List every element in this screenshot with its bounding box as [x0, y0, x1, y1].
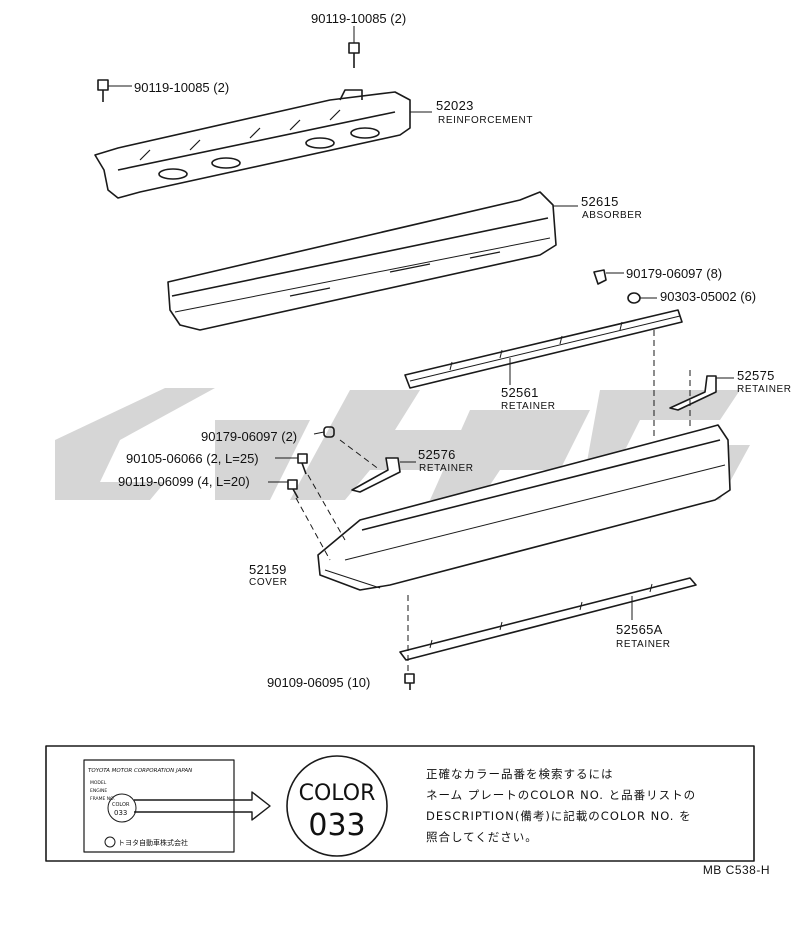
- color-badge-number: 033: [308, 808, 365, 843]
- label-screw-b: 90119-06099 (4, L=20): [118, 474, 250, 489]
- label-bolt-bottom: 90109-06095 (10): [267, 675, 371, 690]
- arrow-icon: [134, 791, 271, 821]
- plate-company: TOYOTA MOTOR CORPORATION JAPAN: [88, 768, 192, 774]
- label-retainer-right-no: 52575: [737, 368, 775, 383]
- bolt-bottom-icon: [404, 673, 415, 690]
- label-absorber-no: 52615: [581, 194, 619, 209]
- label-reinforcement-no: 52023: [436, 98, 474, 113]
- label-retainer-left-name: RETAINER: [419, 463, 474, 474]
- label-retainer-lower-no: 52565A: [616, 622, 663, 637]
- plate-row-frame: FRAME NO.: [90, 796, 115, 802]
- label-retainer-center-no: 52561: [501, 385, 539, 400]
- retainer-left-part: [351, 457, 416, 493]
- plate-maker: トヨタ自動車株式会社: [118, 838, 188, 847]
- retainer-lower-part: [399, 577, 697, 661]
- plate-row-model: MODEL: [90, 780, 107, 786]
- bolt-left-icon: [97, 79, 132, 102]
- note-line-1: 正確なカラー品番を検索するには: [426, 767, 614, 781]
- label-clip-a: 90179-06097 (8): [626, 266, 723, 281]
- color-badge-label: COLOR: [299, 781, 376, 806]
- label-cover-name: COVER: [249, 577, 288, 588]
- plate-color-number: 033: [114, 809, 127, 817]
- bolt-top-icon: [348, 26, 360, 68]
- absorber-part: [167, 191, 578, 331]
- label-retainer-center-name: RETAINER: [501, 401, 556, 412]
- note-line-3: DESCRIPTION(備考)に記載のCOLOR NO. を: [426, 809, 692, 823]
- label-reinforcement-name: REINFORCEMENT: [438, 115, 534, 126]
- color-info-box: [45, 745, 755, 862]
- note-line-2: ネーム プレートのCOLOR NO. と品番リストの: [426, 788, 697, 802]
- retainer-center-part: [404, 309, 683, 389]
- label-retainer-left-no: 52576: [418, 447, 456, 462]
- name-plate: [83, 759, 235, 853]
- label-bolt-left: 90119-10085 (2): [134, 80, 230, 95]
- label-washer: 90303-05002 (6): [660, 289, 757, 304]
- cover-part: [317, 424, 731, 591]
- washer-icon: [627, 292, 657, 304]
- label-clip-b: 90179-06097 (2): [201, 429, 298, 444]
- note-line-4: 照合してください。: [426, 830, 538, 844]
- plate-row-engine: ENGINE: [90, 788, 107, 794]
- reference-code: MB C538-H: [702, 863, 770, 877]
- label-cover-no: 52159: [249, 562, 287, 577]
- label-retainer-lower-name: RETAINER: [616, 639, 671, 650]
- plate-color-label: COLOR: [112, 802, 130, 808]
- reinforcement-part: [94, 89, 432, 199]
- color-badge-circle: [286, 755, 388, 857]
- retainer-right-part: [669, 375, 734, 411]
- screw-left-a-icon: [275, 453, 308, 475]
- label-absorber-name: ABSORBER: [582, 210, 643, 221]
- color-note: 正確なカラー品番を検索するには ネーム プレートのCOLOR NO. と品番リス…: [426, 764, 696, 848]
- screw-left-b-icon: [268, 479, 299, 499]
- label-retainer-right-name: RETAINER: [737, 384, 792, 395]
- clip-icon: [593, 269, 624, 285]
- label-bolt-top: 90119-10085 (2): [311, 11, 407, 26]
- label-screw-a: 90105-06066 (2, L=25): [126, 451, 259, 466]
- clip-left-icon: [313, 426, 335, 438]
